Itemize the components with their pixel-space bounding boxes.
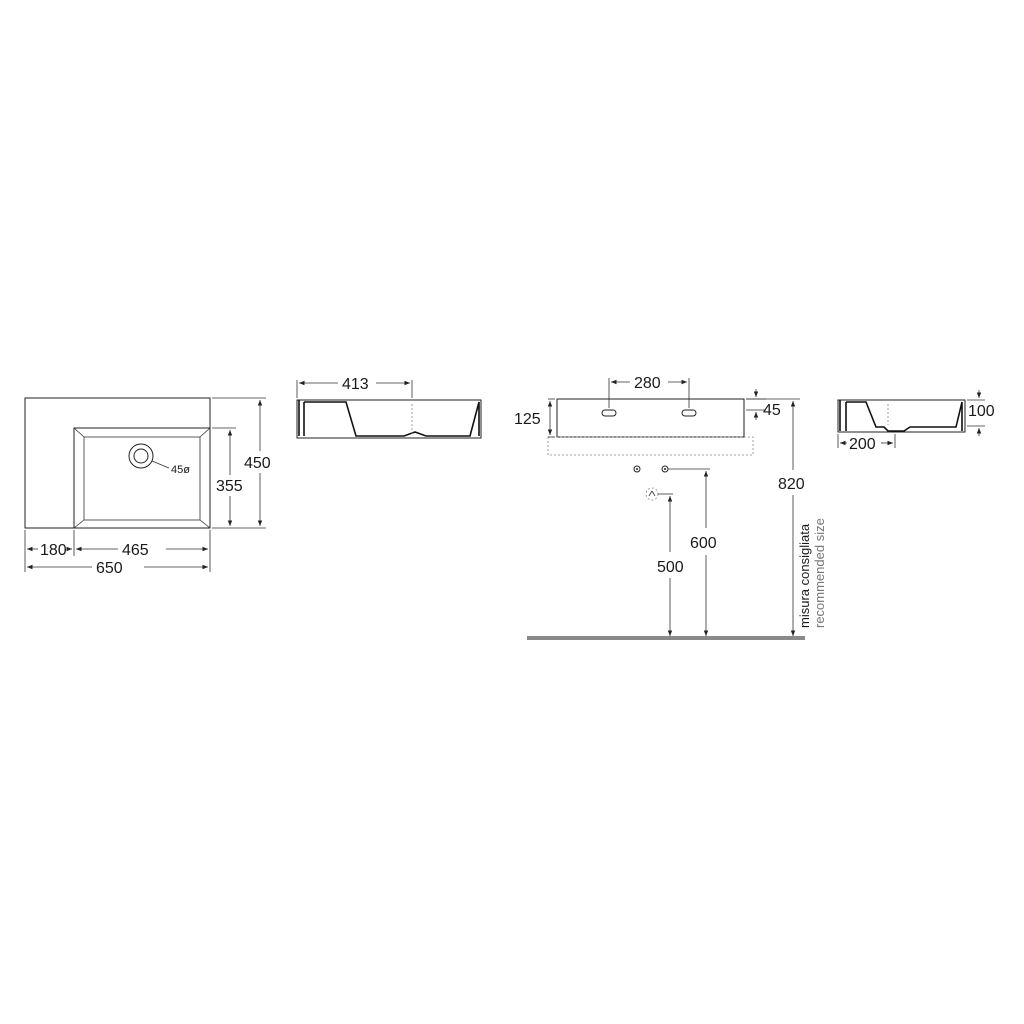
cabinet-outline bbox=[547, 436, 754, 456]
basin-depth-label: 355 bbox=[216, 478, 243, 495]
section-outline bbox=[296, 399, 482, 439]
section-profile bbox=[298, 400, 480, 437]
side-profile bbox=[839, 400, 963, 432]
note-english: recommended size bbox=[812, 518, 827, 628]
side-section: 100 200 bbox=[837, 390, 995, 453]
height-label: 125 bbox=[514, 411, 541, 428]
basin-outline bbox=[24, 397, 211, 529]
supply-right-icon bbox=[661, 465, 669, 473]
front-section: 413 bbox=[296, 376, 482, 439]
elevation-basin bbox=[556, 398, 745, 438]
floor-line bbox=[527, 636, 805, 640]
side-width-label: 200 bbox=[849, 436, 876, 453]
left-offset-label: 180 bbox=[40, 542, 67, 559]
tap-hole-left-icon bbox=[601, 409, 617, 417]
bowl-inner bbox=[83, 436, 201, 521]
waste-height-label: 500 bbox=[657, 559, 684, 576]
elevation-view: 280 125 45 600 5 bbox=[514, 375, 827, 640]
side-outline bbox=[837, 399, 966, 433]
recommended-height-label: 820 bbox=[778, 476, 805, 493]
note-italian: misura consigliata bbox=[797, 523, 812, 628]
basin-length-label: 413 bbox=[342, 376, 369, 393]
waste-outlet-icon bbox=[645, 487, 659, 501]
tap-spacing-label: 280 bbox=[634, 375, 661, 392]
overall-width-label: 650 bbox=[96, 560, 123, 577]
basin-width-label: 465 bbox=[122, 542, 149, 559]
drain-icon bbox=[128, 443, 170, 469]
tap-offset-label: 45 bbox=[763, 402, 781, 419]
supply-height-label: 600 bbox=[690, 535, 717, 552]
plan-view: 45ø 450 355 180 465 650 bbox=[24, 397, 271, 577]
supply-left-icon bbox=[633, 465, 641, 473]
side-depth-label: 100 bbox=[968, 403, 995, 420]
overall-depth-label: 450 bbox=[244, 455, 271, 472]
tap-hole-right-icon bbox=[681, 409, 697, 417]
bowl-outer bbox=[73, 427, 211, 529]
drain-label: 45ø bbox=[171, 464, 190, 476]
